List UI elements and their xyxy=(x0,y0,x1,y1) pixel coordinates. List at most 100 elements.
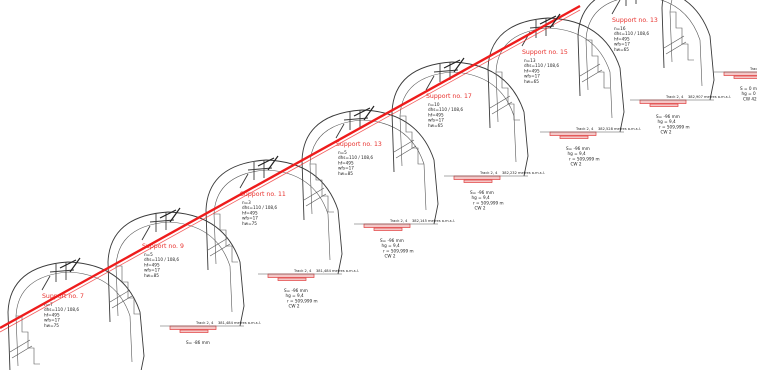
cable-duct xyxy=(303,187,327,207)
track-shift-value: S = 0 mm xyxy=(740,86,757,91)
support-title: Support no. 17 xyxy=(426,93,472,100)
tunnel-inner-lining xyxy=(15,271,133,367)
support-param: hf=495 xyxy=(144,262,160,267)
track-shift-value: hg = 9,4 xyxy=(568,151,586,156)
support-title: Support no. 11 xyxy=(240,191,286,198)
support-param: hf=495 xyxy=(428,112,444,117)
track-shift-value: CW 2 xyxy=(475,206,486,211)
track-shift-value: hg = 9,4 xyxy=(286,293,304,298)
track-label: Track 2, 4 xyxy=(575,127,594,131)
track-shift-value: CW 42 xyxy=(743,96,757,101)
support-param: hf=495 xyxy=(614,36,630,41)
track-shift-value: S= -96 mm xyxy=(380,238,404,243)
support-title: Support no. 15 xyxy=(522,49,568,56)
support-param: n=7 xyxy=(44,302,53,307)
track-shift-value: hg = 0 xyxy=(742,91,756,96)
catenary-bracket xyxy=(257,155,279,171)
support-bracket xyxy=(41,275,51,291)
support-mast xyxy=(625,0,637,6)
track-shift-value: S= -96 mm xyxy=(566,146,590,151)
support-param: n=16 xyxy=(614,26,626,31)
support-param: hf=495 xyxy=(524,68,540,73)
track-sleeper xyxy=(179,329,209,333)
support-param: hw=65 xyxy=(614,47,629,52)
support-param: n=3 xyxy=(242,200,251,205)
tunnel-outer-arch xyxy=(661,0,665,69)
catenary-bracket xyxy=(539,13,561,29)
tunnel-outer-arch xyxy=(301,109,439,225)
support-param: hw=65 xyxy=(524,79,539,84)
track-elevation: 382,145 metres a.m.s.l. xyxy=(412,219,455,223)
support-title: Support no. 7 xyxy=(42,293,84,300)
support-param: n=5 xyxy=(144,252,153,257)
support-param: wfs=17 xyxy=(524,74,540,79)
track-bed xyxy=(639,99,687,104)
track-shift-value: S= -96 mm xyxy=(284,288,308,293)
tunnel-outer-arch xyxy=(391,61,529,177)
tunnel-wall-steps xyxy=(116,265,140,315)
track-elevation: 381,484 metres a.m.s.l. xyxy=(316,269,359,273)
support-param: hw=75 xyxy=(242,221,257,226)
track-sleeper xyxy=(733,75,757,79)
track-elevation: 382,907 metres a.m.s.l. xyxy=(688,95,731,99)
tunnel-inner-lining xyxy=(669,0,673,63)
support-param: hw=75 xyxy=(44,323,59,328)
track-label: Track 2, 4 xyxy=(293,269,312,273)
track-elevation: 382,232 metres a.m.s.l. xyxy=(502,171,545,175)
support-param: hw=65 xyxy=(428,123,443,128)
support-param: hf=495 xyxy=(338,160,354,165)
tunnel-inner-lining xyxy=(115,221,233,317)
support-param: wfs=17 xyxy=(144,268,160,273)
track-sleeper xyxy=(463,179,493,183)
tunnel-outer-arch xyxy=(577,0,715,101)
support-param: hw=85 xyxy=(338,171,353,176)
tunnel-inner-lining xyxy=(585,0,703,91)
support-bracket xyxy=(425,75,435,91)
track-elevation: 381,484 metres a.m.s.l. xyxy=(218,321,261,325)
track-shift-value: r = 509,999 m xyxy=(569,156,600,161)
support-param: dhs=110 / 108,6 xyxy=(614,31,649,36)
support-title: Support no. 9 xyxy=(142,243,184,250)
track-shift-value: hg = 9,4 xyxy=(382,243,400,248)
support-bracket xyxy=(239,173,249,189)
support-param: wfs=17 xyxy=(44,318,60,323)
track-shift-value: CW 2 xyxy=(661,130,672,135)
catenary-bracket xyxy=(59,257,81,273)
cable-duct xyxy=(109,289,133,309)
track-sleeper xyxy=(559,135,589,139)
track-shift-value: S= -96 mm xyxy=(470,190,494,195)
support-param: wfs=17 xyxy=(338,166,354,171)
track-label: Track 2, 4 xyxy=(665,95,684,99)
track-shift-value: CW 2 xyxy=(385,254,396,259)
track-shift-value: r = 509,999 m xyxy=(383,248,414,253)
catenary-contact-wire xyxy=(0,9,581,333)
cable-duct xyxy=(9,339,33,359)
support-param: n=10 xyxy=(428,102,440,107)
tunnel-inner-lining xyxy=(309,119,427,215)
track-shift-value: CW 2 xyxy=(571,162,582,167)
support-param: hf=495 xyxy=(44,312,60,317)
tunnel-inner-lining xyxy=(213,169,331,265)
support-param: dhs=110 / 108,6 xyxy=(242,205,277,210)
support-param: dhs=110 / 108,6 xyxy=(338,155,373,160)
track-bed xyxy=(363,223,411,228)
support-bracket xyxy=(141,225,151,241)
support-bracket xyxy=(335,123,345,139)
support-param: hf=495 xyxy=(242,210,258,215)
cable-duct xyxy=(489,95,513,115)
tunnel-wall-steps xyxy=(214,213,238,263)
support-title: Support no. 13 xyxy=(336,141,382,148)
track-sleeper xyxy=(649,103,679,107)
support-param: dhs=110 / 108,6 xyxy=(428,107,463,112)
track-bed xyxy=(267,273,315,278)
track-sleeper xyxy=(373,227,403,231)
track-label: Track 2, 4 xyxy=(479,171,498,175)
track-label: Track 2, 4 xyxy=(389,219,408,223)
